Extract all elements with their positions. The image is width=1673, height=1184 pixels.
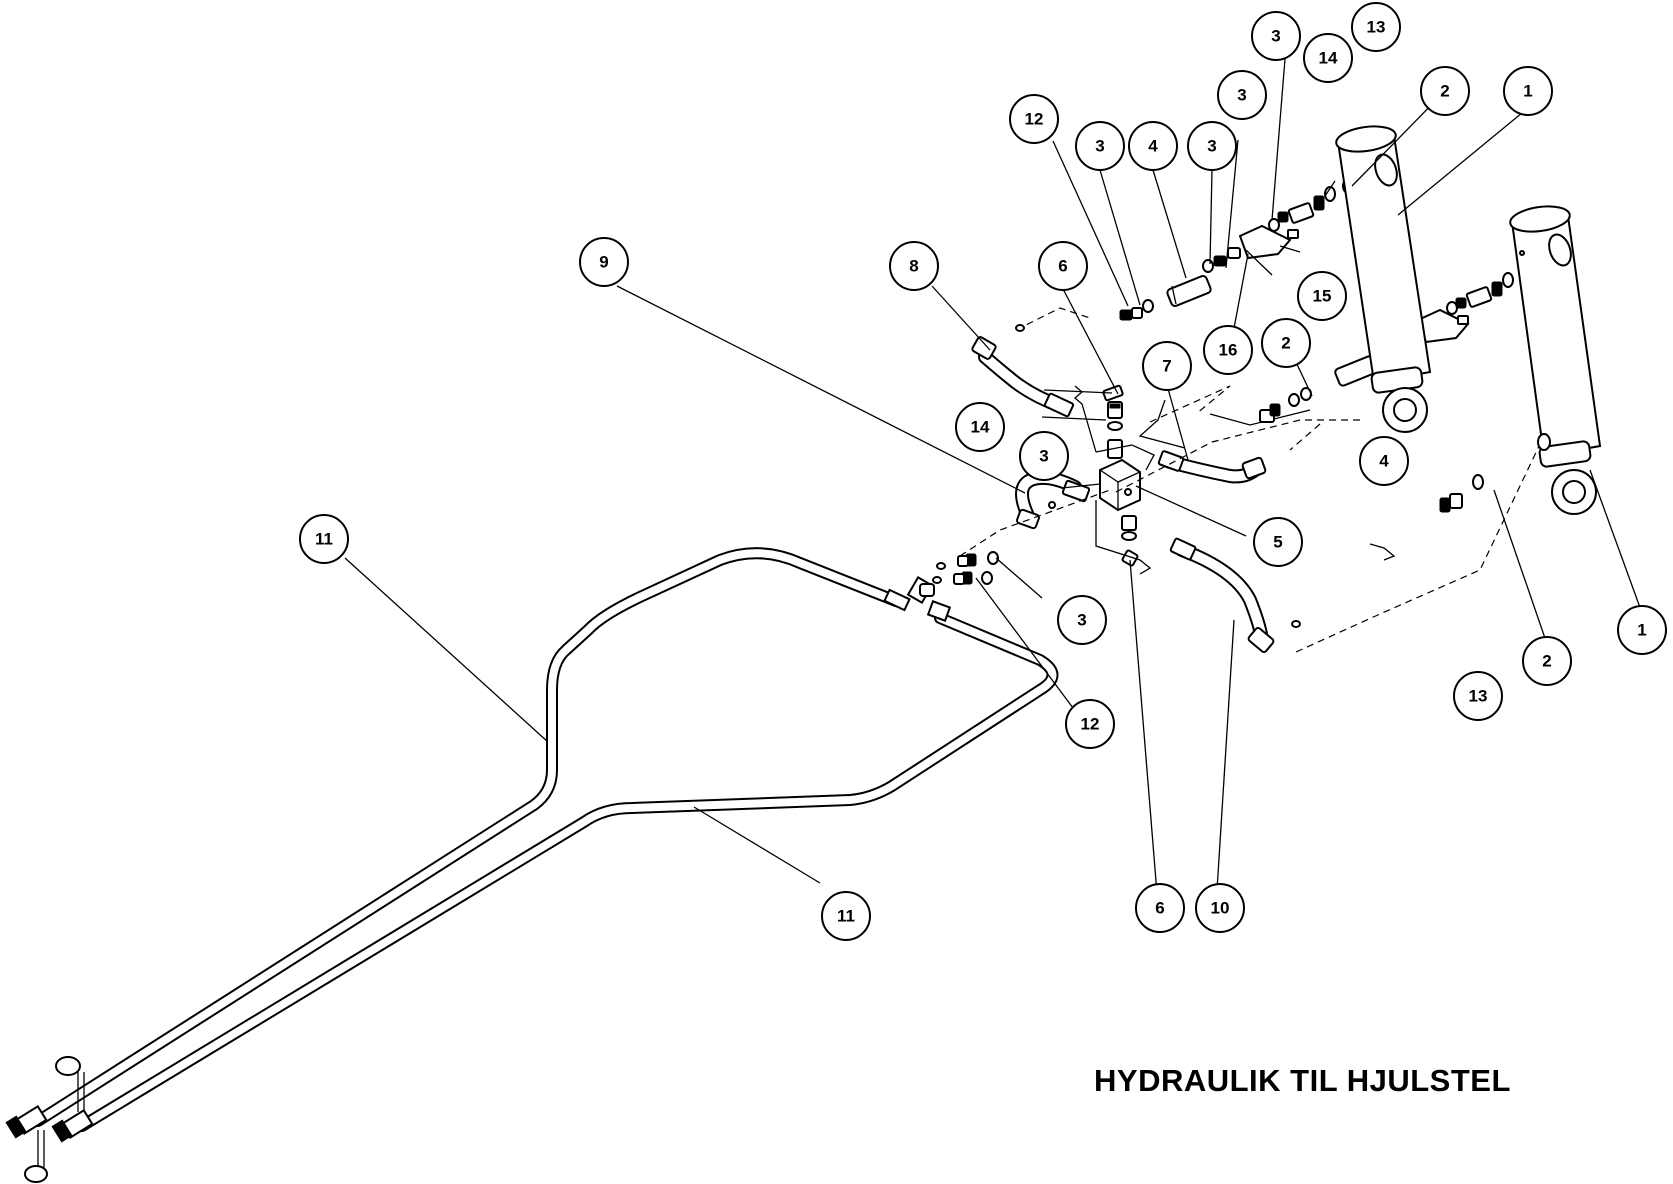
callout-3-upper-c: 3 [1187,121,1237,171]
callout-2-middle: 2 [1261,318,1311,368]
callout-11-left: 11 [299,514,349,564]
svg-text:7: 7 [1162,357,1171,376]
construction-lines [959,307,1541,653]
cylinder-1-upper [1335,125,1432,433]
svg-text:1: 1 [1523,82,1532,101]
svg-text:14: 14 [971,418,990,437]
callout-13-bottom: 13 [1453,671,1503,721]
svg-text:12: 12 [1081,715,1100,734]
callout-5: 5 [1253,517,1303,567]
svg-text:3: 3 [1039,447,1048,466]
callout-7: 7 [1142,341,1192,391]
leader-lines [344,58,1643,907]
svg-text:2: 2 [1542,652,1551,671]
callout-12-top: 12 [1009,94,1059,144]
callout-2-bottom: 2 [1522,636,1572,686]
callout-2-top: 2 [1420,66,1470,116]
svg-text:11: 11 [315,530,333,549]
fittings-12-3-lower [932,551,999,585]
callout-3-lower: 3 [1057,595,1107,645]
drawing-title: HYDRAULIK TIL HJULSTEL [1094,1063,1511,1098]
svg-text:4: 4 [1379,452,1389,471]
svg-text:6: 6 [1058,257,1067,276]
hose-8 [971,336,1075,418]
svg-text:13: 13 [1469,687,1488,706]
callout-11-right: 11 [821,891,871,941]
callout-4-top: 4 [1128,121,1178,171]
callout-3-middle: 3 [1019,431,1069,481]
svg-text:2: 2 [1440,82,1449,101]
fittings-upper-chain [1015,178,1354,332]
svg-text:10: 10 [1211,899,1230,918]
callout-15: 15 [1297,271,1347,321]
callout-9: 9 [579,237,629,287]
svg-text:3: 3 [1207,137,1216,156]
svg-text:2: 2 [1281,334,1290,353]
callout-8: 8 [889,241,939,291]
svg-text:9: 9 [599,253,608,272]
valve-block-5 [1048,384,1141,567]
callout-4-bottom: 4 [1359,436,1409,486]
svg-text:8: 8 [909,257,918,276]
cylinder-1-lower [1509,205,1602,515]
callout-14-middle: 14 [955,402,1005,452]
hose-10 [1169,537,1275,653]
callout-3-upper-a: 3 [1217,70,1267,120]
svg-text:14: 14 [1319,49,1338,68]
callout-6-bottom: 6 [1135,883,1185,933]
quick-couplers [5,1056,94,1183]
callout-6-top: 6 [1038,241,1088,291]
svg-text:13: 13 [1367,18,1386,37]
callout-13-top: 13 [1351,2,1401,52]
svg-text:6: 6 [1155,899,1164,918]
pipe-11-assembly [32,547,1059,1132]
svg-text:3: 3 [1271,27,1280,46]
svg-text:3: 3 [1077,611,1086,630]
callout-3-top: 3 [1251,11,1301,61]
hose-7 [1157,450,1267,484]
svg-text:3: 3 [1095,137,1104,156]
svg-text:3: 3 [1237,86,1246,105]
pipe-11-lower [76,612,1059,1132]
svg-text:5: 5 [1273,533,1282,552]
callout-1-top: 1 [1503,66,1553,116]
svg-text:11: 11 [837,907,855,926]
callout-10: 10 [1195,883,1245,933]
callout-1-bottom: 1 [1617,605,1667,655]
svg-text:4: 4 [1148,137,1158,156]
callout-14-top: 14 [1303,33,1353,83]
svg-text:16: 16 [1219,341,1238,360]
callout-12-bottom: 12 [1065,699,1115,749]
svg-text:15: 15 [1313,287,1332,306]
callout-3-upper-b: 3 [1075,121,1125,171]
callout-16: 16 [1203,325,1253,375]
svg-text:1: 1 [1637,621,1646,640]
svg-text:12: 12 [1025,110,1044,129]
